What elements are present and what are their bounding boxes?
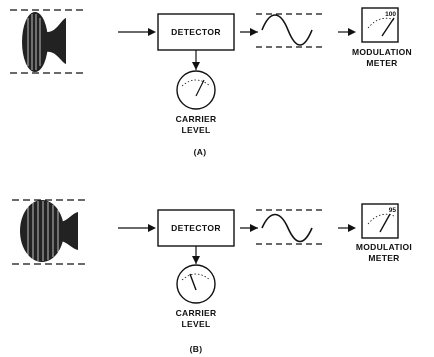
carrier-label-line1-a: CARRIER <box>176 114 217 124</box>
meter-label-line2-a: METER <box>366 58 397 68</box>
modulation-meter-b: 95 MODULATIOI METER <box>356 203 412 263</box>
arrow-to-detector-b <box>118 224 156 232</box>
carrier-label-line2-b: LEVEL <box>182 319 211 329</box>
detector-box-b: DETECTOR <box>157 209 235 247</box>
carrier-level-meter-b: CARRIER LEVEL (B) <box>176 246 217 354</box>
arrow-to-detector-a <box>118 28 156 36</box>
modulated-carrier-waveform-b <box>12 199 86 265</box>
carrier-label-line2-a: LEVEL <box>182 125 211 135</box>
carrier-label-line1-b: CARRIER <box>176 308 217 318</box>
caption-a: (A) <box>194 147 207 157</box>
detected-signal-b <box>256 209 322 245</box>
meter-reading-b: 95 <box>389 207 397 214</box>
detected-signal-a <box>256 13 322 48</box>
caption-b: (B) <box>190 344 203 354</box>
detector-label-a: DETECTOR <box>171 27 221 37</box>
meter-label-line1-b: MODULATIOI <box>356 242 412 252</box>
arrow-to-meter-b <box>338 224 356 232</box>
carrier-level-meter-a: CARRIER LEVEL (A) <box>176 50 217 157</box>
detector-label-b: DETECTOR <box>171 223 221 233</box>
panel-b: DETECTOR 95 MODULATIOI METER <box>12 199 412 354</box>
meter-reading-a: 100 <box>385 11 396 18</box>
arrow-to-output-b <box>240 224 258 232</box>
detector-box-a: DETECTOR <box>157 13 235 51</box>
modulated-carrier-waveform-a <box>10 9 85 74</box>
modulation-meter-a: 100 MODULATION METER <box>352 7 412 68</box>
meter-label-line2-b: METER <box>368 253 399 263</box>
arrow-to-output-a <box>240 28 258 36</box>
panel-a: DETECTOR 100 MODULATION METER <box>10 7 412 157</box>
meter-label-line1-a: MODULATION <box>352 47 412 57</box>
arrow-to-meter-a <box>338 28 356 36</box>
